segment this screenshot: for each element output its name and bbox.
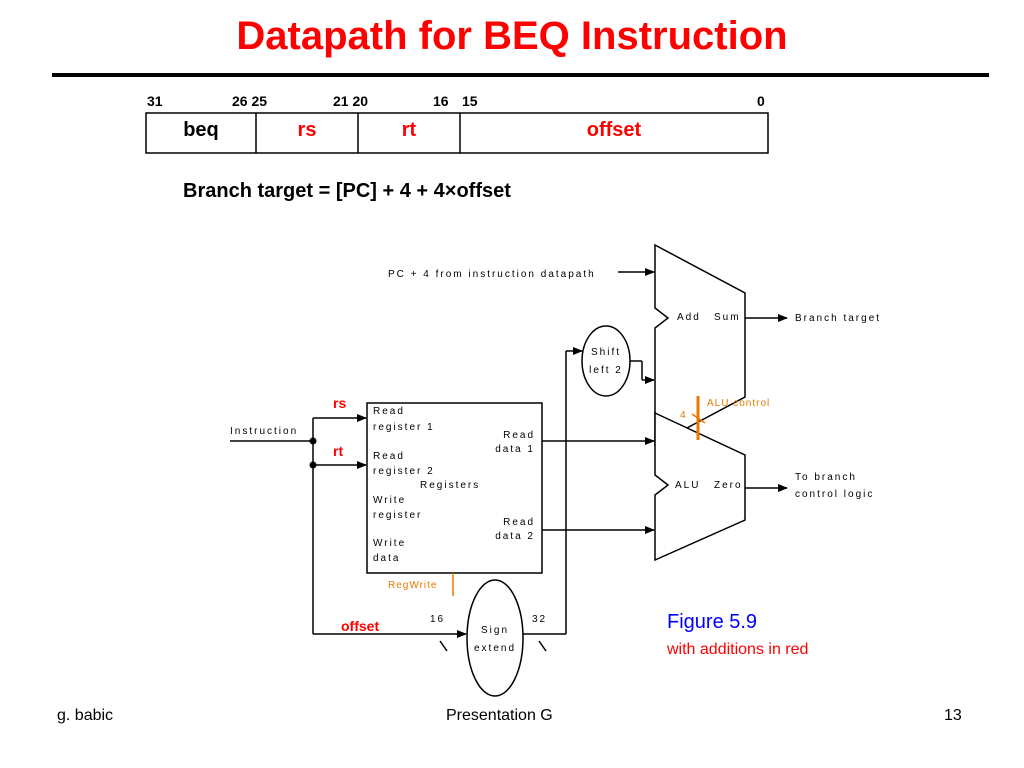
pc-plus-4-label: PC + 4 from instruction datapath [388,269,596,280]
figure-note: with additions in red [667,641,809,658]
write-data-label: data [373,553,400,564]
field-rt: rt [401,119,417,141]
register-file [366,402,543,574]
alu-zero-label: Zero [714,480,743,491]
field-beq: beq [183,119,219,141]
bus-width-tick [538,640,547,652]
bit-label-26-25: 26 25 [232,93,268,109]
read-register-1-label: register 1 [373,422,435,433]
sign-extend [466,579,524,697]
write-register-label: register [373,510,422,521]
sign-extend-label: Sign [481,625,509,636]
bits-out-label: 32 [532,614,547,625]
shift-label: Shift [591,347,621,358]
figure-caption: Figure 5.9 [667,611,758,633]
adder-sum-label: Sum [714,312,741,323]
alu-control-label: ALU control [707,398,770,409]
bit-label-15: 15 [462,93,478,109]
rs-annotation: rs [333,395,346,411]
title-rule [52,73,989,77]
rt-annotation: rt [333,443,343,459]
read-register-2-label: register 2 [373,466,435,477]
shift-label: left 2 [589,365,623,376]
footer-page-number: 13 [944,707,962,724]
field-rs: rs [297,119,317,141]
format-box [145,112,769,154]
registers-title: Registers [420,480,480,491]
to-branch-label: control logic [795,489,874,500]
instruction-label: Instruction [230,426,298,437]
adder-add-label: Add [677,312,701,323]
alu [654,411,746,562]
bit-label-16: 16 [433,93,449,109]
branch-target-label: Branch target [795,313,881,324]
adder [654,243,746,447]
slide-title: Datapath for BEQ Instruction [236,14,788,58]
read-data-2-label: Read [503,517,535,528]
alu-control-tick [691,413,706,424]
bit-label-31: 31 [147,93,163,109]
branch-target-formula: Branch target = [PC] + 4 + 4×offset [183,180,511,202]
bit-label-21-20: 21 20 [333,93,369,109]
junction-dot [309,437,317,445]
field-offset: offset [586,119,642,141]
alu-label: ALU [675,480,700,491]
footer-presentation: Presentation G [446,707,553,724]
to-branch-label: To branch [795,472,857,483]
write-register-label: Write [373,495,406,506]
footer-author: g. babic [57,707,114,724]
shift-left-2 [581,325,631,397]
bit-label-0: 0 [757,93,765,109]
regwrite-label: RegWrite [388,580,438,591]
write-data-label: Write [373,538,406,549]
bus-width-tick [439,640,448,652]
read-data-1-label: data 1 [495,444,535,455]
sign-extend-label: extend [474,643,516,654]
offset-annotation: offset [341,618,379,634]
read-data-1-label: Read [503,430,535,441]
read-register-1-label: Read [373,406,405,417]
read-data-2-label: data 2 [495,531,535,542]
alu-control-bits: 4 [680,410,687,421]
read-register-2-label: Read [373,451,405,462]
bits-in-label: 16 [430,614,445,625]
